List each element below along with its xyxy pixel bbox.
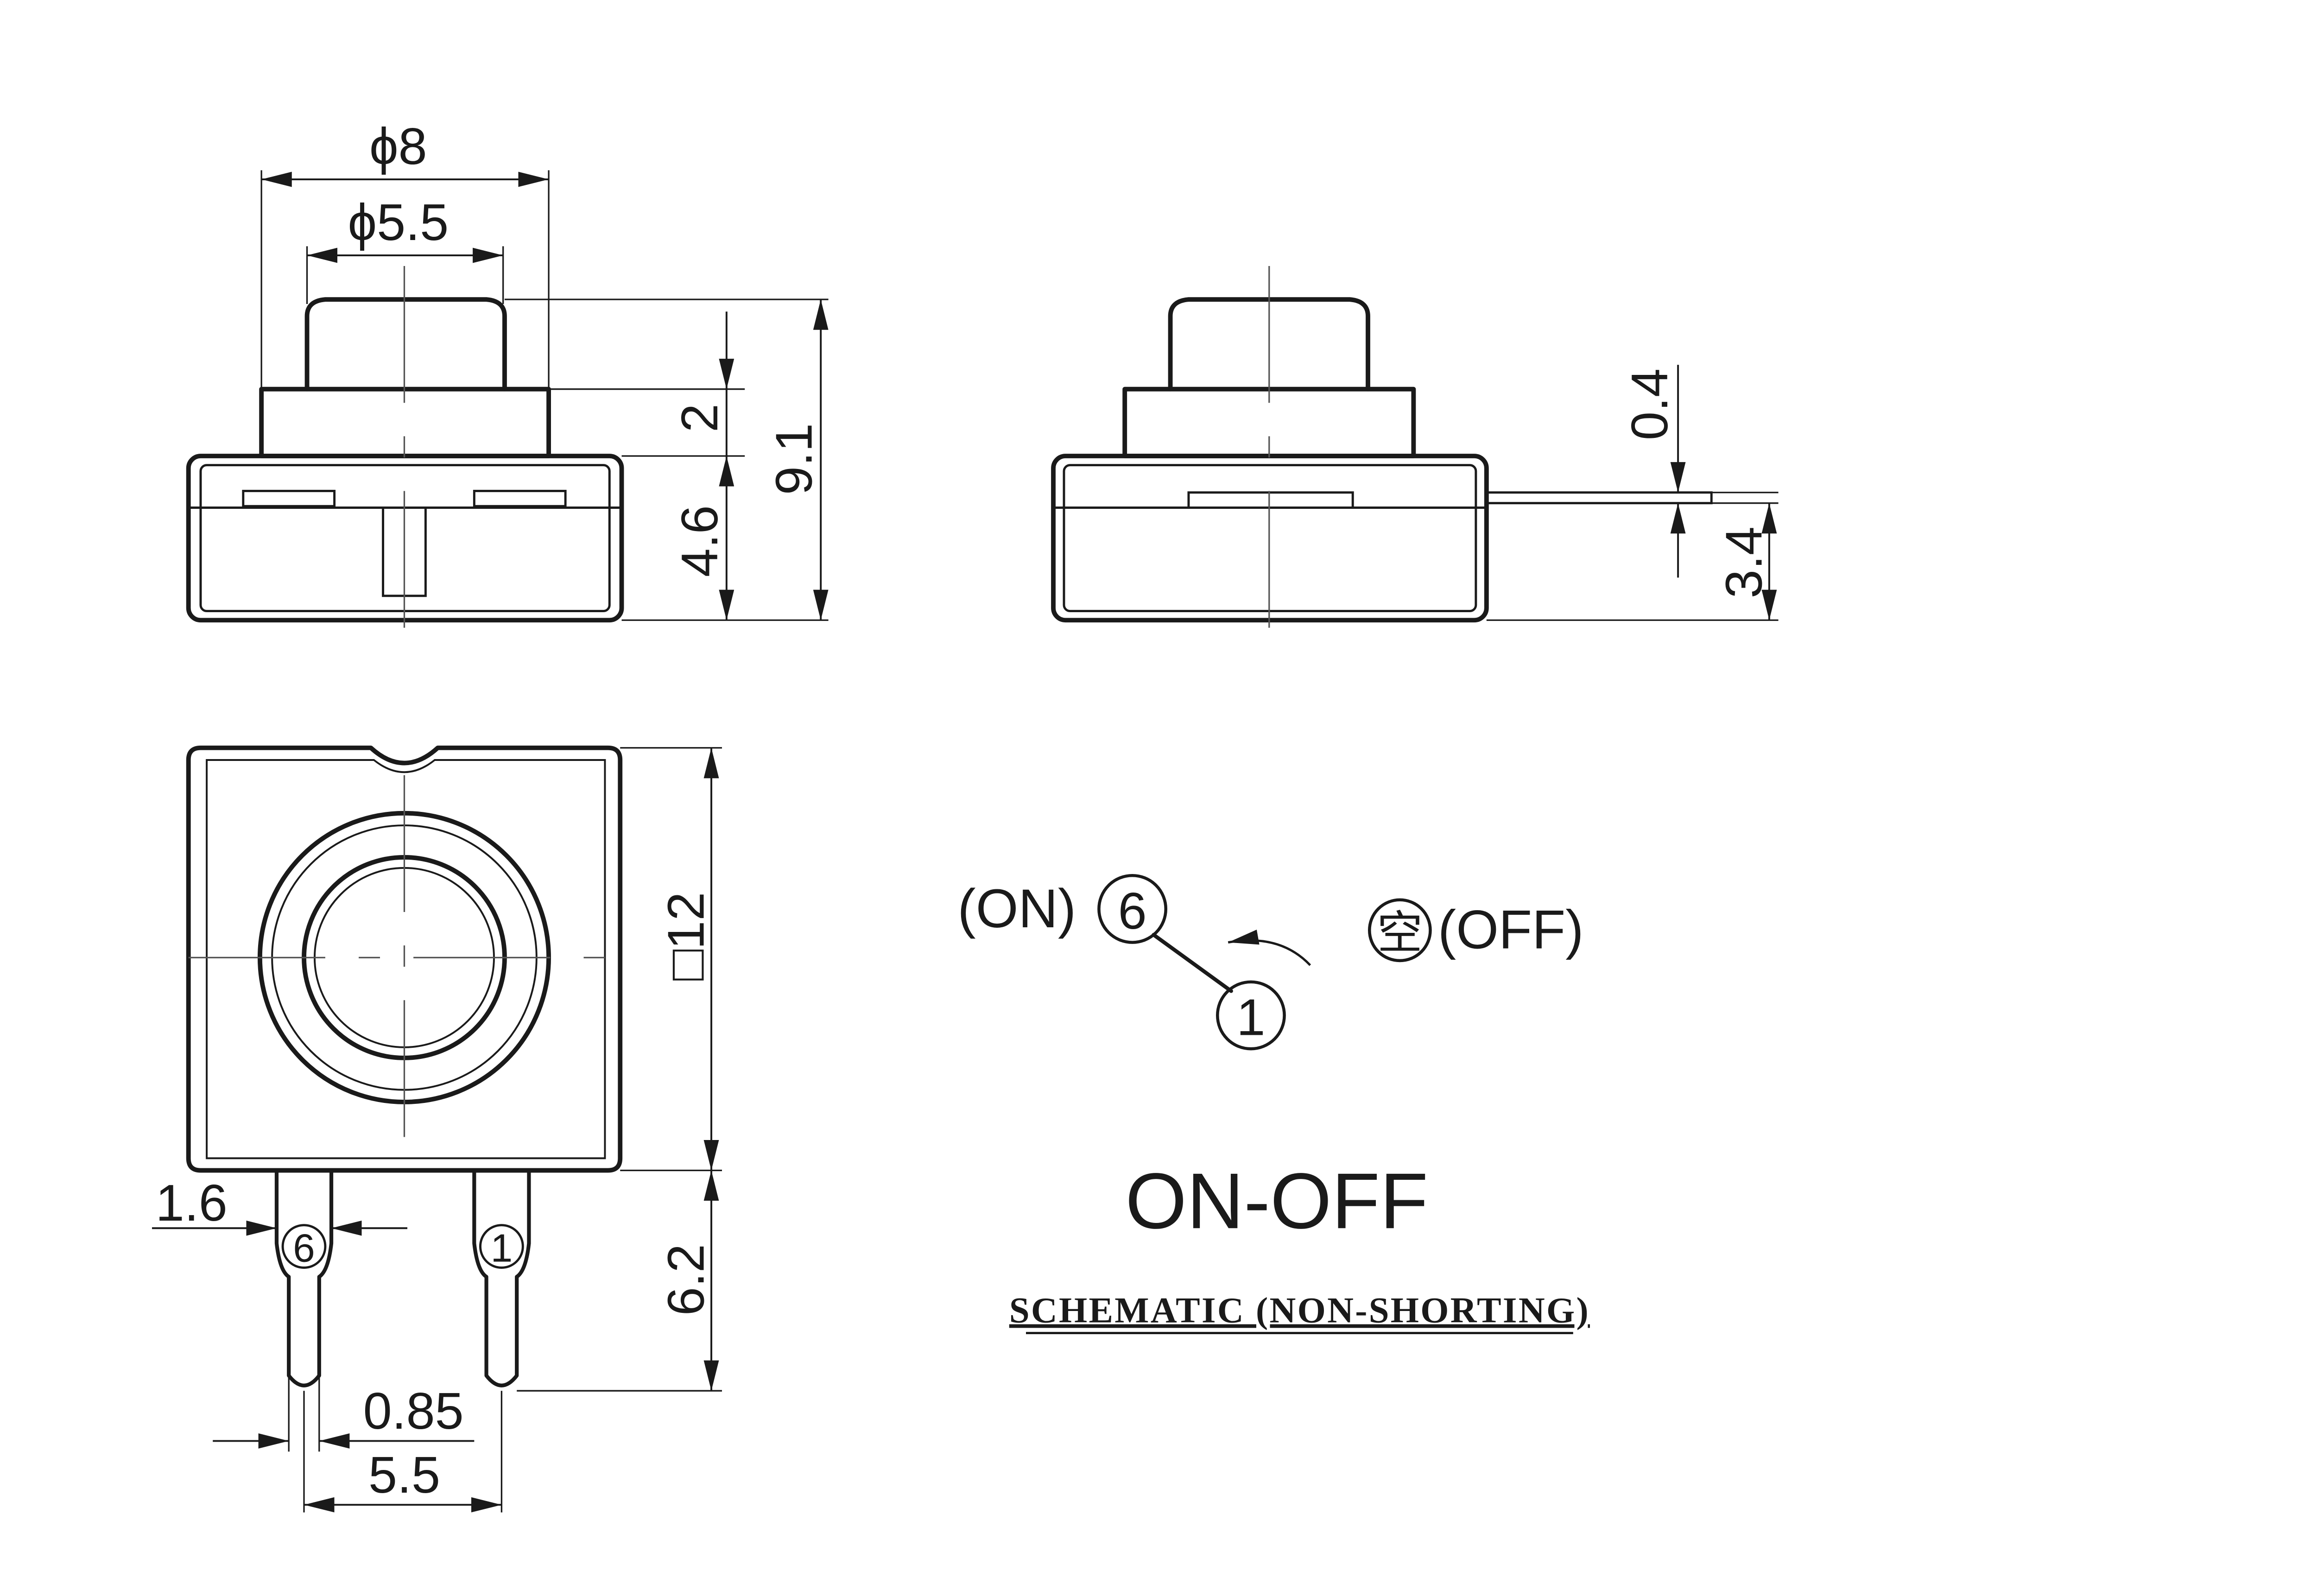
dim-cap-height: 2 <box>671 404 728 432</box>
dim-lead-thickness: 0.4 <box>1621 368 1678 440</box>
pin-right-label: 1 <box>491 1226 513 1270</box>
switch-rotation-arrow <box>1228 930 1311 966</box>
schematic-caption: SCHEMATIC (NON-SHORTING) <box>1009 1291 1590 1331</box>
dim-pin-width: 1.6 <box>156 1174 228 1232</box>
schematic-on-label: (ON) <box>957 878 1076 939</box>
dim-lead-height: 3.4 <box>1715 526 1773 598</box>
off-terminal-circle <box>1367 898 1432 963</box>
schematic-mode: ON-OFF <box>1125 1157 1428 1245</box>
terminal-1-circle <box>1215 980 1286 1051</box>
dim-body-square: □12 <box>657 892 715 981</box>
dim-pin-length: 6.2 <box>657 1244 715 1316</box>
schematic-terminal-1: 1 <box>1236 988 1265 1046</box>
dim-outer-diameter: ϕ8 <box>369 117 427 175</box>
pin-right: 1 <box>472 1168 531 1387</box>
front-view: ϕ8 ϕ5.5 2 4.6 9.1 <box>186 117 829 646</box>
pin-left-label: 6 <box>293 1226 315 1270</box>
dim-total-height: 9.1 <box>765 423 823 495</box>
dim-pin-spacing: 5.5 <box>368 1446 440 1504</box>
schematic-off-glyph: 空 <box>1377 907 1423 958</box>
terminal-6-circle <box>1097 874 1168 944</box>
side-view: 0.4 3.4 <box>1051 266 1779 651</box>
schematic: (ON) 6 1 空 (OFF) ON-OFF SCHEMATIC (NON-S… <box>957 874 1590 1335</box>
schematic-terminal-6: 6 <box>1118 882 1147 940</box>
dim-pin-thickness: 0.85 <box>363 1382 464 1440</box>
schematic-off-label: (OFF) <box>1438 899 1584 961</box>
dim-inner-diameter: ϕ5.5 <box>348 193 449 251</box>
pin-left: 6 <box>274 1168 334 1387</box>
top-view: 6 1 □12 6.2 1.6 <box>152 745 722 1513</box>
dim-body-height: 4.6 <box>671 505 728 577</box>
